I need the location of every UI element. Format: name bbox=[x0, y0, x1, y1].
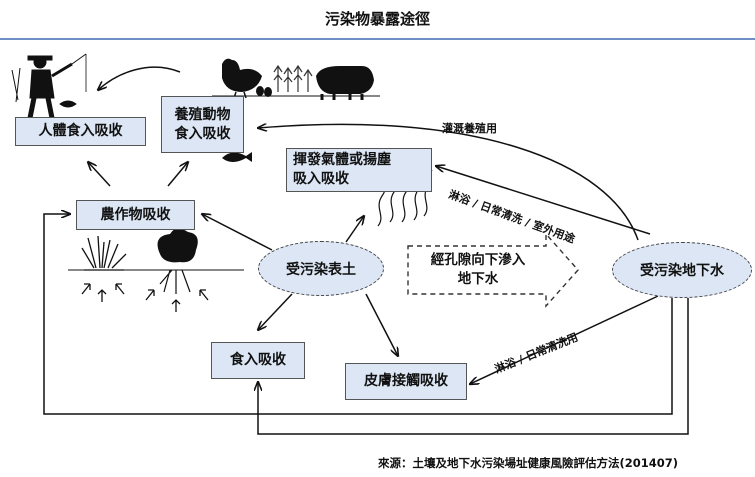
fisherman-icon bbox=[11, 53, 87, 119]
grass-icon bbox=[81, 235, 127, 271]
eggs-icon bbox=[256, 86, 272, 97]
source-caption: 來源：土壤及地下水污染場址健康風險評估方法(201407) bbox=[378, 456, 679, 470]
irrigation-label: 灌溉養殖用 bbox=[442, 122, 497, 135]
trees-icon bbox=[273, 64, 313, 92]
dermal-absorption-box: 皮膚接觸吸收 bbox=[345, 363, 467, 400]
diagram-title: 污染物暴露途徑 bbox=[324, 10, 430, 28]
contaminated-topsoil-node: 受污染表土 bbox=[258, 241, 384, 296]
pig-icon bbox=[316, 66, 374, 100]
human-ingestion-box: 人體食入吸收 bbox=[15, 117, 146, 146]
volatile-inhalation-box: 揮發氣體或揚塵 吸入吸收 bbox=[286, 148, 432, 192]
cabbage-icon bbox=[157, 228, 198, 294]
fish-icon bbox=[222, 152, 252, 162]
title-divider bbox=[0, 38, 755, 40]
ingestion-box: 食入吸收 bbox=[211, 342, 305, 379]
contaminated-groundwater-node: 受污染地下水 bbox=[612, 242, 752, 298]
crop-uptake-box: 農作物吸收 bbox=[76, 200, 195, 230]
livestock-ingestion-box: 養殖動物 食入吸收 bbox=[161, 96, 244, 153]
infiltration-arrow bbox=[407, 232, 579, 308]
infiltration-label: 經孔隙向下滲入 地下水 bbox=[430, 252, 526, 287]
chicken-icon bbox=[222, 58, 262, 99]
